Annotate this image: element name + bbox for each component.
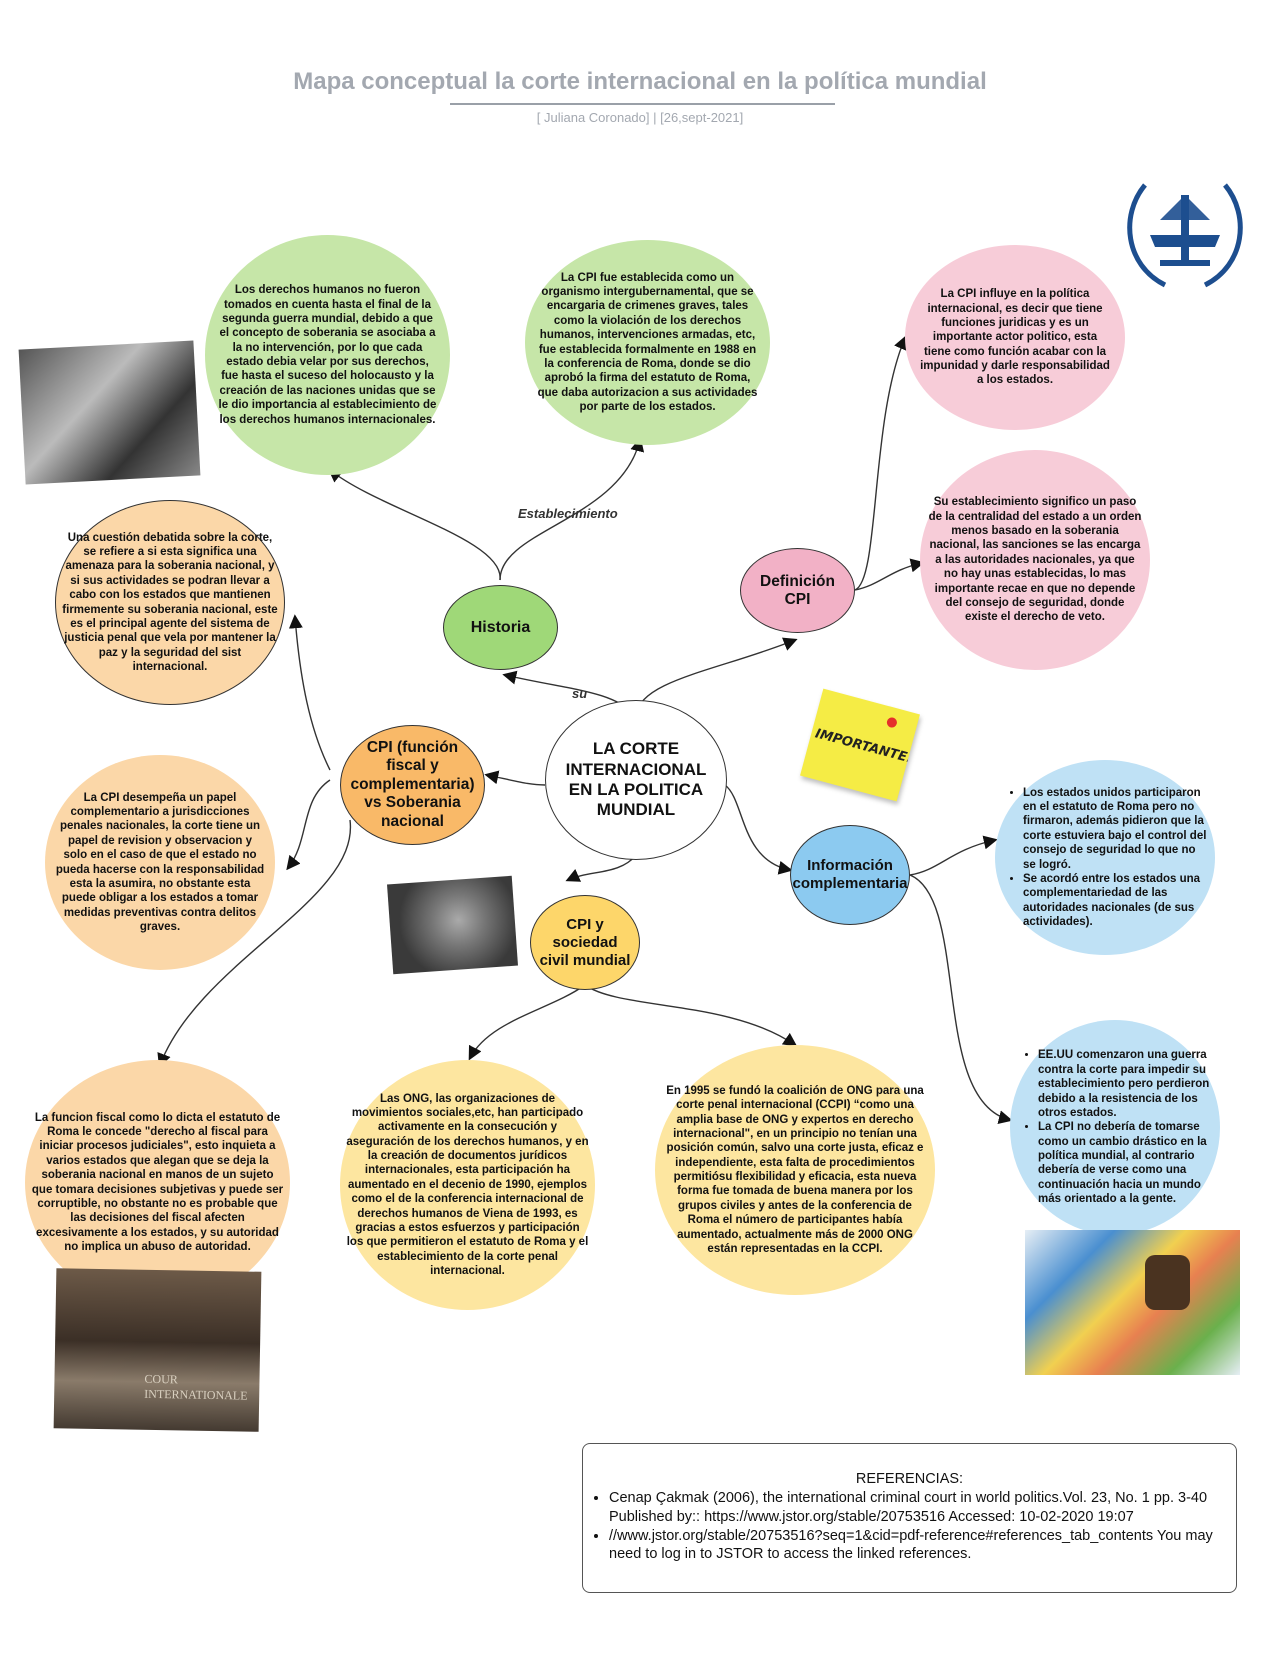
courtroom-photo: [18, 340, 201, 485]
soberania-bubble-3: La funcion fiscal como lo dicta el estat…: [25, 1060, 290, 1305]
world-map-gavel-photo: [1025, 1230, 1240, 1375]
title-underline: [450, 103, 835, 105]
sociedad-bubble-1: Las ONG, las organizaciones de movimient…: [340, 1060, 595, 1310]
icc-logo: [1115, 165, 1255, 295]
sociedad-bubble-2: En 1995 se fundó la coalición de ONG par…: [655, 1045, 935, 1295]
node-definicion-cpi[interactable]: Definición CPI: [740, 548, 855, 633]
pushpin-icon: [885, 716, 899, 729]
node-historia[interactable]: Historia: [443, 585, 558, 670]
soberania-bubble-1: Una cuestión debatida sobre la corte, se…: [55, 500, 285, 705]
historia-bubble-1: Los derechos humanos no fueron tomados e…: [205, 235, 450, 475]
node-cpi-sociedad-civil[interactable]: CPI y sociedad civil mundial: [530, 895, 640, 990]
info-bubble-1: Los estados unidos participaron en el es…: [995, 760, 1215, 955]
references-box: REFERENCIAS: Cenap Çakmak (2006), the in…: [582, 1443, 1237, 1593]
globe-hand-photo: [387, 875, 518, 975]
definicion-bubble-1: La CPI influye en la política internacio…: [905, 245, 1125, 430]
edge-label-establecimiento: Establecimiento: [518, 506, 618, 521]
page-title: Mapa conceptual la corte internacional e…: [293, 68, 987, 95]
soberania-bubble-2: La CPI desempeña un papel complementario…: [45, 755, 275, 970]
definicion-bubble-2: Su establecimiento significo un paso de …: [920, 450, 1150, 670]
historia-bubble-2: La CPI fue establecida como un organismo…: [525, 240, 770, 445]
node-cpi-vs-soberania[interactable]: CPI (función fiscal y complementaria) vs…: [340, 725, 485, 845]
important-sticky-note: IMPORTANTE!: [800, 688, 920, 802]
judges-photo: COUR INTERNATIONALE: [53, 1268, 262, 1432]
author-date: [ Juliana Coronado] | [26,sept-2021]: [536, 110, 744, 125]
node-center-corte-internacional[interactable]: LA CORTE INTERNACIONAL EN LA POLITICA MU…: [545, 700, 727, 860]
references-title: REFERENCIAS:: [855, 1471, 964, 1487]
edge-label-su: su: [572, 686, 588, 701]
node-informacion-complementaria[interactable]: Información complementaria: [790, 825, 910, 925]
reference-item: Cenap Çakmak (2006), the international c…: [609, 1489, 1226, 1527]
gavel-icon: [1145, 1255, 1190, 1310]
reference-item: //www.jstor.org/stable/20753516?seq=1&ci…: [609, 1527, 1226, 1565]
info-bubble-2: EE.UU comenzaron una guerra contra la co…: [1010, 1020, 1220, 1235]
